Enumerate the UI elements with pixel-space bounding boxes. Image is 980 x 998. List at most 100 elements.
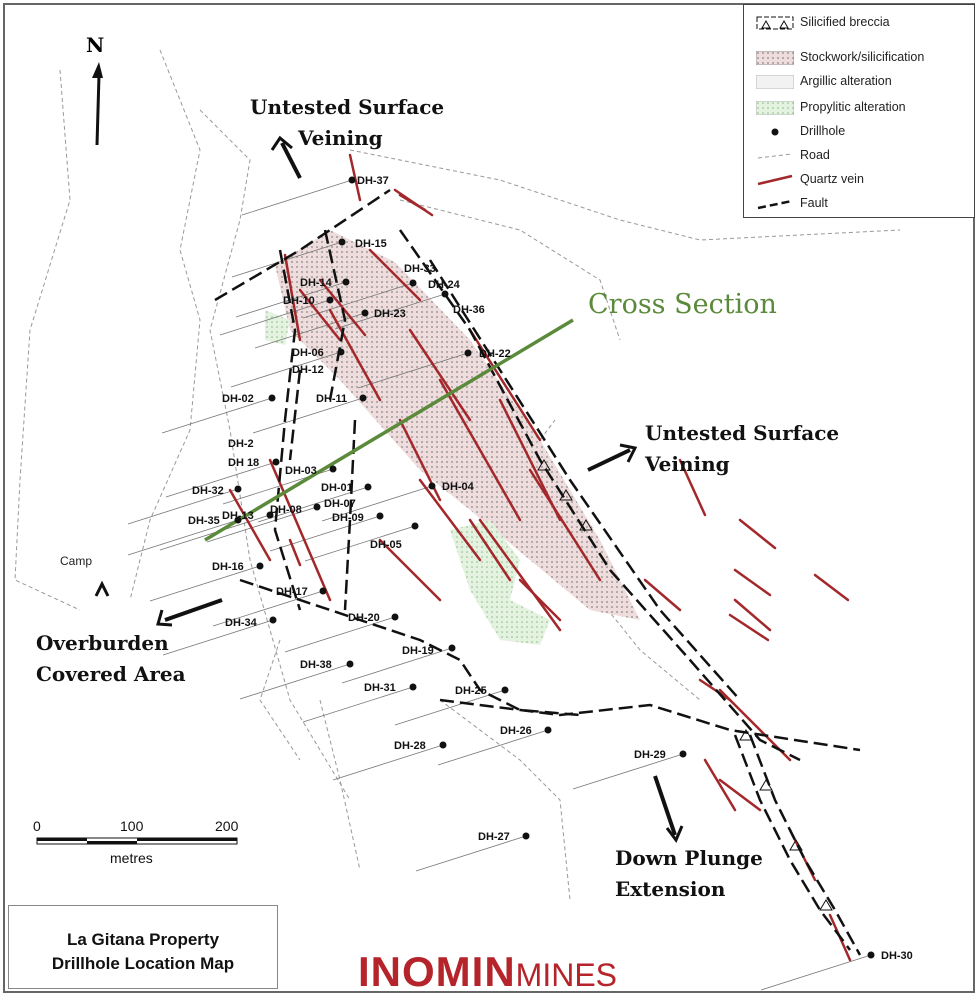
- drill-trace: [394, 689, 506, 726]
- drill-trace: [321, 485, 433, 522]
- drillhole-dot[interactable]: [409, 683, 417, 691]
- drillhole-label: DH-24: [428, 279, 461, 291]
- breccia-swatch-icon: [756, 16, 794, 30]
- drillhole-dot[interactable]: [319, 587, 327, 595]
- drillhole-label: DH-28: [394, 740, 426, 752]
- drillhole-dot[interactable]: [867, 951, 875, 959]
- drillhole-dot[interactable]: [448, 644, 456, 652]
- drillhole-dot[interactable]: [522, 832, 530, 840]
- quartz-vein: [733, 568, 772, 597]
- fault-line-icon: [757, 199, 793, 210]
- drill-trace: [212, 590, 324, 627]
- drillhole-dot[interactable]: [391, 613, 399, 621]
- faults: [214, 188, 862, 956]
- camp-label: Camp: [60, 554, 92, 568]
- drillhole-label: DH-2: [228, 438, 254, 450]
- drillhole-dot[interactable]: [364, 483, 372, 491]
- drillhole-dot[interactable]: [679, 750, 687, 758]
- quartz-vein: [678, 458, 707, 517]
- drillhole-label: DH-38: [300, 659, 332, 671]
- legend-label: Road: [800, 148, 830, 162]
- inomin-mines-logo: INOMINMINES: [358, 948, 617, 996]
- drillhole-label: DH-16: [212, 561, 244, 573]
- drillhole-label: DH-19: [402, 645, 434, 657]
- untested-north-line1: Untested Surface: [250, 95, 444, 119]
- north-arrow: N: [86, 33, 104, 146]
- drillhole-dot[interactable]: [266, 511, 274, 519]
- drillhole-dot[interactable]: [256, 562, 264, 570]
- drillhole-label: DH-17: [276, 586, 308, 598]
- drillhole-label: DH-23: [374, 308, 406, 320]
- drillhole-label: DH-07: [324, 498, 356, 510]
- drillhole-dot[interactable]: [329, 465, 337, 473]
- argillic-swatch-icon: [756, 75, 794, 89]
- quartz-vein: [328, 308, 382, 402]
- drillhole-dot[interactable]: [268, 394, 276, 402]
- drillhole-label: DH-05: [370, 539, 402, 551]
- drillhole-dot[interactable]: [359, 394, 367, 402]
- drillhole-label: DH-10: [283, 295, 315, 307]
- drillhole-dot[interactable]: [337, 348, 345, 356]
- drillhole-dot[interactable]: [326, 296, 334, 304]
- quartz-vein: [518, 578, 562, 622]
- legend-item-quartz-vein: Quartz vein: [744, 170, 974, 190]
- quartz-vein: [378, 538, 442, 602]
- drill-trace: [254, 312, 366, 349]
- drillhole-label: DH-12: [292, 364, 324, 376]
- drillhole-dot[interactable]: [441, 290, 449, 298]
- down-plunge-line1: Down Plunge: [615, 846, 763, 870]
- drillhole-label: DH-32: [192, 485, 224, 497]
- drillhole-dot[interactable]: [234, 516, 242, 524]
- quartz-vein: [733, 598, 772, 632]
- drillhole-dot[interactable]: [313, 503, 321, 511]
- drillhole-label: DH-02: [222, 393, 254, 405]
- camp-icon: [94, 580, 110, 597]
- legend-item-propylitic: Propylitic alteration: [744, 98, 974, 118]
- drillhole-dot[interactable]: [428, 482, 436, 490]
- drillhole-dot[interactable]: [464, 349, 472, 357]
- quartz-veins: [228, 153, 852, 962]
- drillhole-dot[interactable]: [501, 686, 509, 694]
- legend-label: Argillic alteration: [800, 74, 892, 88]
- drillhole-label: DH-11: [316, 393, 347, 405]
- drillhole-dot[interactable]: [269, 616, 277, 624]
- drillhole-dot[interactable]: [544, 726, 552, 734]
- drillhole-label: DH-26: [500, 725, 532, 737]
- quartz-vein-line-icon: [757, 174, 793, 186]
- drillhole-dot[interactable]: [409, 279, 417, 287]
- drillhole-dot[interactable]: [348, 176, 356, 184]
- quartz-vein: [438, 378, 522, 522]
- drill-trace: [302, 282, 414, 319]
- cross-section-label: Cross Section: [588, 289, 777, 320]
- drillhole-dot[interactable]: [346, 660, 354, 668]
- drillhole-dot[interactable]: [376, 512, 384, 520]
- propylitic-swatch-icon: [756, 101, 794, 115]
- drillhole-dot[interactable]: [272, 458, 280, 466]
- drill-trace: [165, 461, 277, 498]
- scale-tick: 100: [120, 818, 144, 834]
- drillhole-dot[interactable]: [439, 741, 447, 749]
- drillhole-label: DH-30: [881, 950, 913, 962]
- drill-trace: [302, 686, 414, 723]
- quartz-vein: [738, 518, 777, 550]
- drill-trace: [206, 506, 318, 543]
- quartz-vein: [703, 758, 737, 812]
- drill-trace: [334, 293, 446, 330]
- drillhole-dot[interactable]: [338, 238, 346, 246]
- drill-trace: [304, 525, 416, 562]
- roads: [14, 49, 901, 901]
- legend-label: Fault: [800, 196, 828, 210]
- drillhole-dot[interactable]: [234, 485, 242, 493]
- scale-unit: metres: [110, 850, 153, 866]
- drillhole-dot[interactable]: [361, 309, 369, 317]
- drill-trace: [241, 179, 353, 216]
- quartz-vein: [468, 518, 512, 582]
- overburden-line1: Overburden: [36, 631, 169, 655]
- scale-bar: 0 100 200 metres: [30, 818, 260, 870]
- quartz-vein: [228, 488, 272, 562]
- cross-section-line: [204, 318, 574, 542]
- drillhole-dot[interactable]: [342, 278, 350, 286]
- drillhole-dot[interactable]: [411, 522, 419, 530]
- quartz-vein: [643, 578, 682, 612]
